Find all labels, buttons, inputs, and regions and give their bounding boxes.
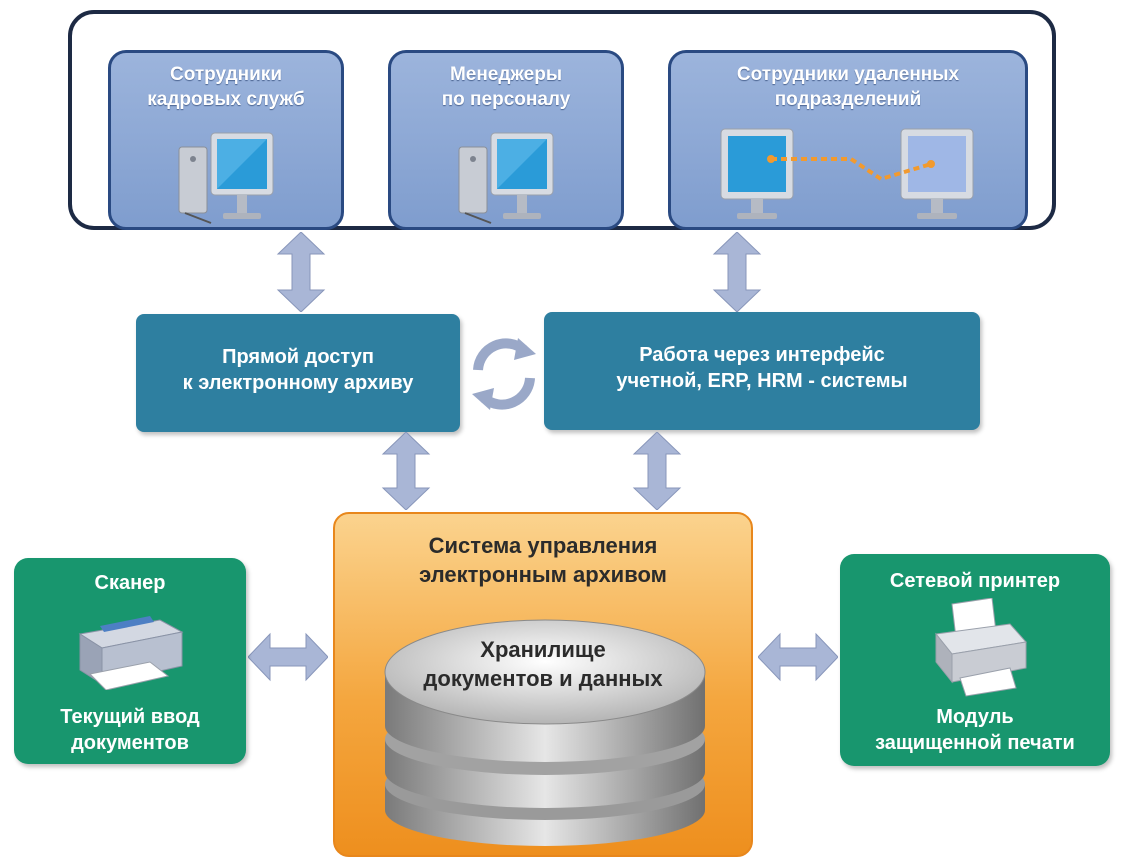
- double-arrow-horizontal-icon: [248, 632, 328, 682]
- double-arrow-vertical-icon: [712, 232, 762, 312]
- double-arrow-horizontal-icon: [758, 632, 838, 682]
- user-card-hr-managers-line1: Менеджеры: [449, 64, 563, 85]
- networked-monitors-icon: [720, 128, 974, 219]
- double-arrow-vertical-icon: [381, 432, 431, 510]
- system-title-line2: электронным архивом: [419, 561, 667, 587]
- interface-access-line2: учетной, ERP, HRM - системы: [616, 370, 908, 392]
- scanner-icon: [78, 616, 184, 690]
- user-card-hr-staff-line2: кадровых служб: [147, 88, 305, 110]
- user-card-remote-staff: Сотрудники удаленных подразделений: [668, 50, 1028, 230]
- double-arrow-vertical-icon: [276, 232, 326, 312]
- user-card-hr-staff-line1: Сотрудники: [169, 64, 282, 85]
- desktop-computer-icon: [458, 132, 554, 224]
- scanner-box: Сканер Текущий ввод документов: [14, 558, 246, 764]
- database-storage-icon: [384, 619, 706, 846]
- scanner-title: Сканер: [94, 572, 166, 594]
- printer-caption-line1: Модуль: [936, 706, 1014, 728]
- double-arrow-vertical-icon: [632, 432, 682, 510]
- scanner-caption-line2: документов: [71, 732, 189, 754]
- user-card-hr-managers: Менеджеры по персоналу: [388, 50, 624, 230]
- storage-line1: Хранилище: [480, 637, 606, 662]
- direct-access-box: Прямой доступ к электронному архиву: [136, 314, 460, 432]
- sync-arrows-icon: [472, 338, 536, 410]
- user-card-hr-managers-line2: по персоналу: [441, 88, 571, 110]
- archive-management-system-box: Система управления электронным архивом Х…: [333, 512, 753, 857]
- printer-caption-line2: защищенной печати: [875, 732, 1075, 754]
- network-printer-box: Сетевой принтер Модуль защищенной печати: [840, 554, 1110, 766]
- printer-icon: [935, 598, 1027, 697]
- scanner-caption-line1: Текущий ввод: [60, 706, 200, 728]
- user-card-hr-staff: Сотрудники кадровых служб: [108, 50, 344, 230]
- user-card-remote-staff-line1: Сотрудники удаленных: [736, 64, 960, 85]
- users-group-frame: Сотрудники кадровых служб Менеджеры по п…: [68, 10, 1056, 230]
- storage-line2: документов и данных: [423, 665, 663, 691]
- printer-title: Сетевой принтер: [889, 570, 1061, 592]
- system-title-line1: Система управления: [428, 533, 658, 558]
- interface-access-line1: Работа через интерфейс: [639, 344, 885, 366]
- user-card-remote-staff-line2: подразделений: [774, 88, 922, 110]
- desktop-computer-icon: [178, 132, 274, 224]
- direct-access-line2: к электронному архиву: [182, 372, 414, 394]
- direct-access-line1: Прямой доступ: [222, 346, 374, 368]
- interface-access-box: Работа через интерфейс учетной, ERP, HRM…: [544, 312, 980, 430]
